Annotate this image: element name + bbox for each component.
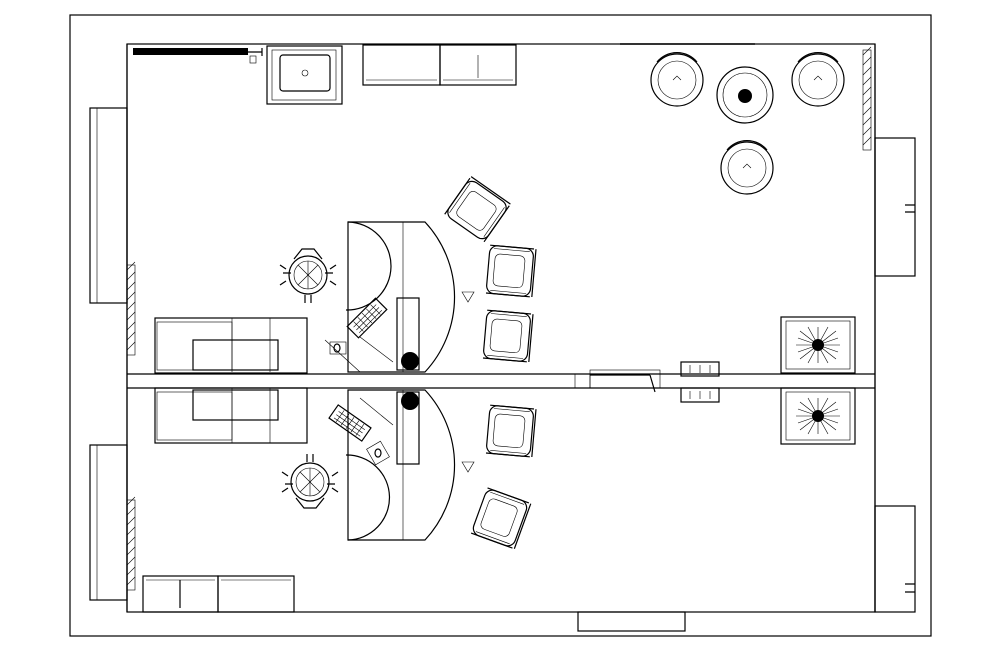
left-window-upper	[89, 107, 128, 304]
right-door-upper	[874, 137, 916, 277]
keyboard-icon	[328, 404, 372, 442]
bottom-opening	[577, 611, 686, 632]
armchair-icon	[470, 487, 532, 550]
wall-shelf	[133, 48, 248, 55]
building-walls	[126, 43, 876, 613]
armchair-icon	[485, 404, 537, 458]
lower-storage	[154, 387, 308, 444]
left-window-lower	[89, 444, 128, 601]
armchair-icon	[444, 175, 512, 243]
plant-icon	[780, 316, 856, 374]
right-door-lower	[874, 505, 916, 613]
plant-icon	[780, 387, 856, 445]
lounge-area	[650, 52, 845, 195]
upper-workstation	[324, 221, 475, 373]
mouse-icon	[329, 341, 347, 355]
armchair-icon	[720, 140, 774, 195]
outer-border	[69, 14, 932, 637]
left-column-lower	[126, 496, 136, 591]
round-table-icon	[716, 66, 774, 124]
storage-cabinets-top	[362, 44, 517, 86]
lower-workstation	[328, 389, 475, 541]
upper-storage	[154, 317, 308, 374]
mouse-icon	[366, 440, 390, 466]
desk-chair-icon	[279, 248, 337, 304]
armchair-icon	[791, 52, 845, 107]
armchair-icon	[650, 52, 704, 107]
left-column-upper	[126, 261, 136, 356]
right-column	[862, 46, 872, 151]
armchair-icon	[482, 309, 534, 363]
storage-cabinets-bottom	[142, 575, 295, 613]
armchair-icon	[485, 244, 537, 298]
keyboard-icon	[346, 297, 388, 339]
sink-cabinet	[266, 45, 343, 105]
desk-chair-icon	[281, 453, 339, 509]
door-swing-icon	[589, 361, 720, 403]
